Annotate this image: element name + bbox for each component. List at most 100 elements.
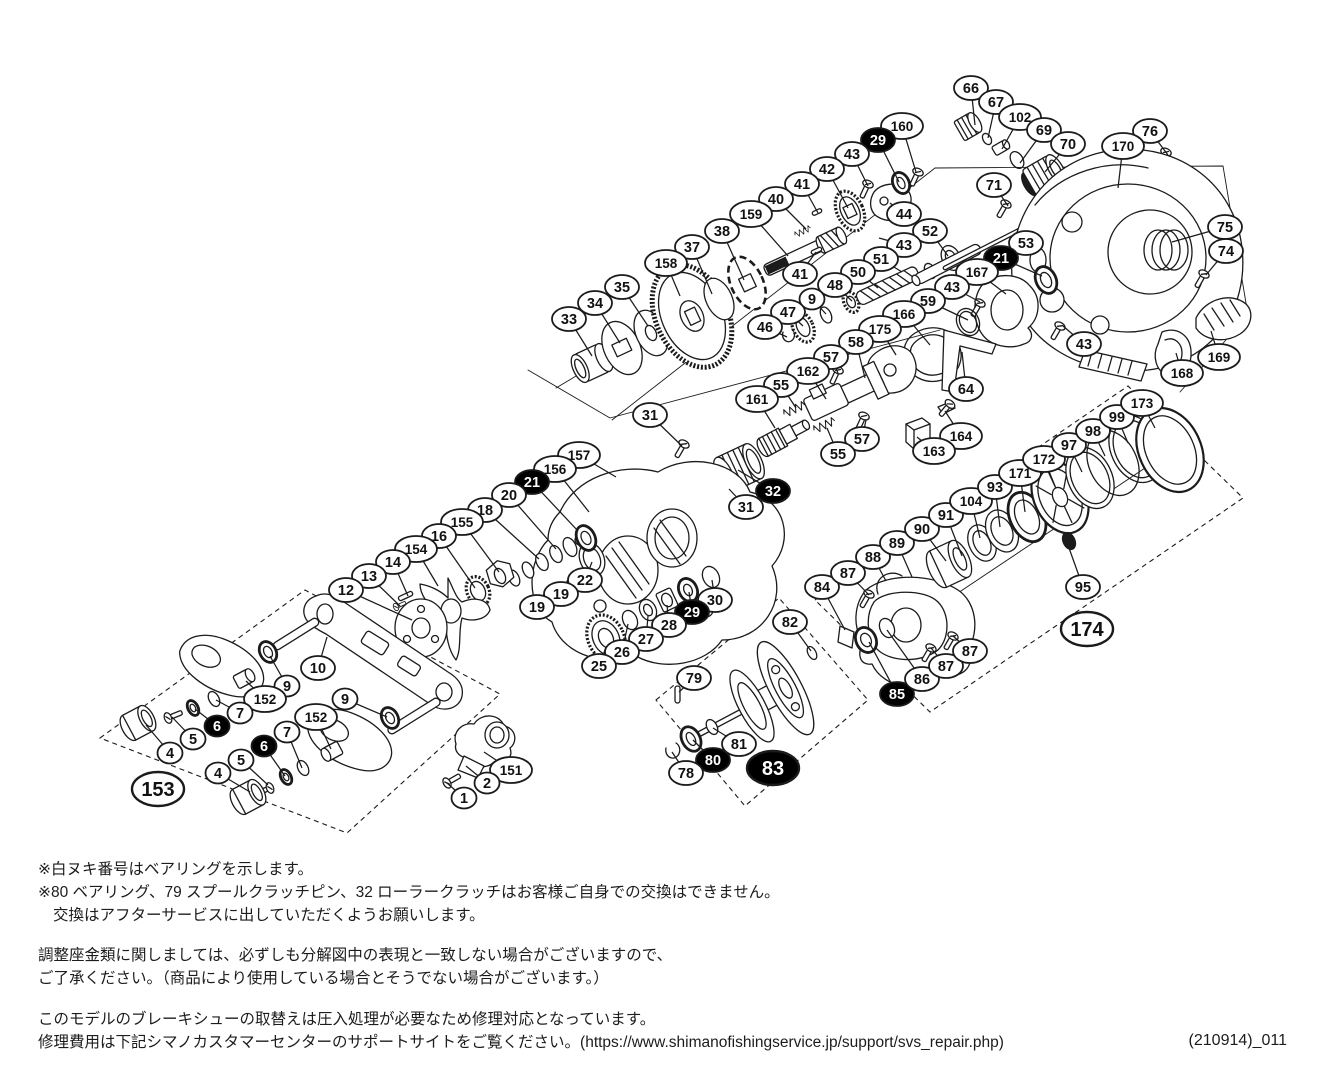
callout-label-12: 12 bbox=[338, 583, 354, 599]
callout-5 bbox=[179, 727, 207, 751]
callout-label-37: 37 bbox=[684, 240, 700, 256]
callout-label-80: 80 bbox=[705, 753, 721, 769]
callout-label-2: 2 bbox=[483, 776, 491, 792]
callout-20 bbox=[491, 482, 527, 508]
callout-label-40: 40 bbox=[768, 192, 784, 208]
callout-170 bbox=[1101, 132, 1145, 160]
callout-label-9: 9 bbox=[283, 679, 291, 695]
doc-number: (210914)_011 bbox=[1188, 1032, 1287, 1049]
callout-58 bbox=[838, 329, 874, 355]
callout-label-41: 41 bbox=[794, 177, 810, 193]
callout-82 bbox=[772, 609, 808, 635]
callout-label-55: 55 bbox=[773, 378, 789, 394]
callout-label-88: 88 bbox=[865, 550, 881, 566]
note-line: ※80 ベアリング、79 スプールクラッチピン、32 ローラークラッチはお客様ご… bbox=[38, 884, 780, 901]
callout-81 bbox=[721, 731, 757, 757]
callout-label-21: 21 bbox=[993, 251, 1009, 267]
callout-7 bbox=[226, 701, 254, 725]
callout-161 bbox=[735, 385, 779, 413]
callout-label-85: 85 bbox=[889, 687, 905, 703]
callout-label-50: 50 bbox=[850, 265, 866, 281]
callout-71 bbox=[976, 172, 1012, 198]
part-clutch-mechanism bbox=[756, 360, 890, 458]
callout-label-30: 30 bbox=[707, 593, 723, 609]
callout-label-29: 29 bbox=[870, 133, 886, 149]
callout-label-152: 152 bbox=[305, 710, 328, 725]
callout-4 bbox=[156, 741, 184, 765]
callout-label-52: 52 bbox=[922, 224, 938, 240]
callout-label-59: 59 bbox=[920, 294, 936, 310]
note-line: このモデルのブレーキシューの取替えは圧入処理が必要なため修理対応となっています。 bbox=[38, 1011, 656, 1028]
callout-label-69: 69 bbox=[1036, 123, 1052, 139]
callout-label-74: 74 bbox=[1218, 244, 1234, 260]
callout-label-78: 78 bbox=[678, 766, 694, 782]
part-setplate-bearing bbox=[955, 265, 1068, 348]
callout-153 bbox=[130, 770, 186, 808]
callout-label-152: 152 bbox=[254, 692, 277, 707]
callout-158 bbox=[644, 249, 688, 277]
callout-label-43: 43 bbox=[844, 147, 860, 163]
callout-12 bbox=[328, 577, 364, 603]
callout-43 bbox=[1066, 331, 1102, 357]
callout-label-90: 90 bbox=[914, 522, 930, 538]
callout-33 bbox=[551, 306, 587, 332]
callout-label-79: 79 bbox=[686, 671, 702, 687]
callout-label-28: 28 bbox=[661, 618, 677, 634]
callout-label-7: 7 bbox=[283, 725, 291, 741]
part-yoke-drag-assembly bbox=[391, 560, 515, 661]
callout-1 bbox=[450, 786, 478, 810]
callout-4 bbox=[204, 761, 232, 785]
callout-label-156: 156 bbox=[544, 462, 567, 477]
callout-label-76: 76 bbox=[1142, 124, 1158, 140]
note-line: 交換はアフターサービスに出していただくようお願いします。 bbox=[53, 907, 485, 924]
callout-label-81: 81 bbox=[731, 737, 747, 753]
callout-label-9: 9 bbox=[341, 692, 349, 708]
callout-label-173: 173 bbox=[1131, 396, 1154, 411]
callout-label-102: 102 bbox=[1009, 110, 1032, 125]
callout-6 bbox=[203, 714, 231, 738]
callout-label-7: 7 bbox=[236, 706, 244, 722]
callout-label-159: 159 bbox=[740, 207, 763, 222]
callout-label-172: 172 bbox=[1033, 452, 1056, 467]
callout-label-67: 67 bbox=[988, 95, 1004, 111]
callout-label-4: 4 bbox=[166, 746, 174, 762]
callout-22 bbox=[567, 567, 603, 593]
callout-label-91: 91 bbox=[938, 508, 954, 524]
footnote-block-washers: 調整座金類に関しましては、必ずしも分解図中の表現と一致しない場合がございますので… bbox=[38, 944, 672, 990]
callout-34 bbox=[577, 290, 613, 316]
callout-43 bbox=[834, 141, 870, 167]
callout-173 bbox=[1120, 389, 1164, 417]
footnote-block-brakeshoe: このモデルのブレーキシューの取替えは圧入処理が必要なため修理対応となっています。… bbox=[38, 1008, 1004, 1054]
part-pinion-shaft-train bbox=[781, 221, 1034, 344]
callout-label-38: 38 bbox=[714, 224, 730, 240]
part-spool-assembly bbox=[665, 640, 818, 759]
callout-98 bbox=[1075, 418, 1111, 444]
callout-74 bbox=[1208, 238, 1244, 264]
callouts: 6667102697076170711602943424140159383715… bbox=[130, 75, 1244, 810]
callout-label-31: 31 bbox=[738, 500, 754, 516]
callout-85 bbox=[879, 681, 915, 707]
callout-label-57: 57 bbox=[854, 432, 870, 448]
callout-35 bbox=[604, 274, 640, 300]
callout-26 bbox=[604, 639, 640, 665]
callout-83 bbox=[745, 749, 801, 787]
callout-label-153: 153 bbox=[141, 779, 174, 801]
callout-87 bbox=[928, 653, 964, 679]
callout-label-6: 6 bbox=[260, 739, 268, 755]
callout-label-4: 4 bbox=[214, 766, 222, 782]
callout-9 bbox=[798, 287, 826, 311]
callout-87 bbox=[830, 560, 866, 586]
note-line: 修理費用は下記シマノカスタマーセンターのサポートサイトをご覧ください。(http… bbox=[38, 1034, 1004, 1051]
callout-66 bbox=[953, 75, 989, 101]
callout-25 bbox=[581, 653, 617, 679]
callout-31 bbox=[728, 494, 764, 520]
callout-label-34: 34 bbox=[587, 296, 603, 312]
callout-label-174: 174 bbox=[1070, 619, 1104, 641]
callout-label-1: 1 bbox=[460, 791, 468, 807]
callout-label-66: 66 bbox=[963, 81, 979, 97]
callout-69 bbox=[1026, 117, 1062, 143]
callout-55 bbox=[820, 441, 856, 467]
callout-2 bbox=[473, 771, 501, 795]
callout-label-43: 43 bbox=[1076, 337, 1092, 353]
